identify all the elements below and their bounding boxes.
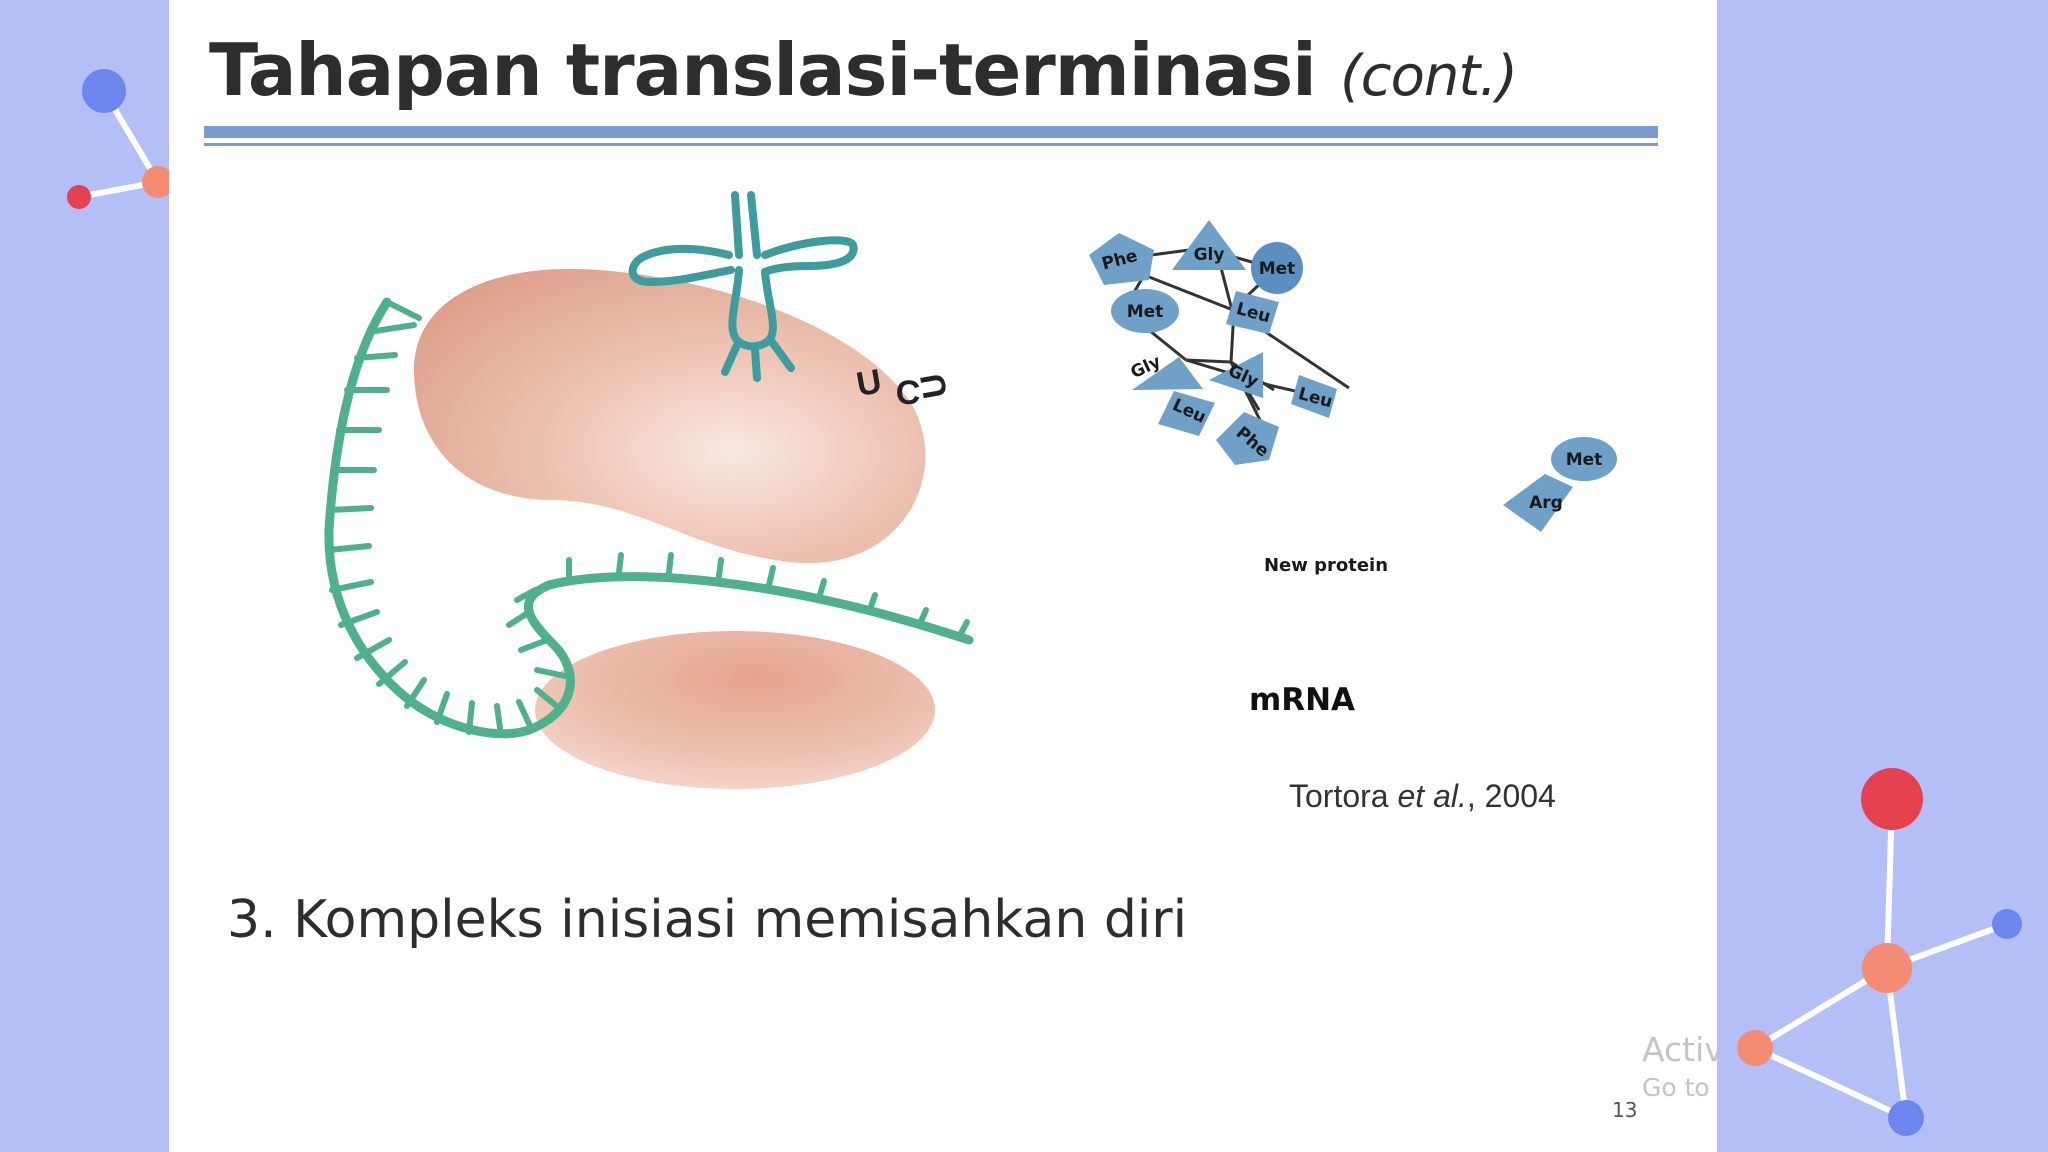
node-circle <box>82 69 126 113</box>
node-circle <box>1992 909 2022 939</box>
amino-acid-label: Met <box>1127 302 1164 322</box>
citation-etal: et al. <box>1397 778 1467 814</box>
amino-acid-diamond <box>1226 291 1279 334</box>
figure-citation: Tortora et al., 2004 <box>1289 778 1556 815</box>
amino-acid-diamond <box>1291 375 1337 418</box>
node-circle <box>1862 943 1912 993</box>
amino-acid-pentagon <box>1089 233 1154 285</box>
node-circle <box>1888 1100 1924 1136</box>
slide: Tahapan translasi-terminasi (cont.) <box>169 0 1717 1152</box>
slide-title-suffix: (cont.) <box>1339 44 1518 109</box>
slide-title: Tahapan translasi-terminasi (cont.) <box>209 28 1518 112</box>
translation-figure: U C U Phe Gly Met <box>324 191 1617 789</box>
amino-acid-circle <box>1551 437 1617 481</box>
node-circle <box>1861 768 1923 830</box>
amino-acid-circle <box>1251 242 1303 294</box>
ribosome-small-subunit <box>535 631 935 789</box>
amino-acid-pentagon <box>1216 412 1279 465</box>
amino-acid-triangle <box>1132 357 1203 390</box>
title-rule-thin <box>204 143 1658 146</box>
watermark-line-2: Go to Settings to activate Windows. <box>1642 1073 1717 1102</box>
page-number: 13 <box>1612 1098 1638 1122</box>
new-protein-label: New protein <box>1264 555 1388 576</box>
amino-acid-label: Met <box>1566 450 1603 470</box>
slide-title-main: Tahapan translasi-terminasi <box>209 28 1317 112</box>
title-rule <box>204 126 1658 138</box>
body-text: 3. Kompleks inisiasi memisahkan diri <box>227 890 1188 950</box>
mrna-label: mRNA <box>1249 682 1355 718</box>
codon-letter: C <box>896 374 921 412</box>
amino-acid-circle <box>1111 289 1179 333</box>
watermark-line-1: Activate Windows <box>1642 1030 1717 1069</box>
amino-acid-label: Gly <box>1194 245 1225 265</box>
node-circle <box>1737 1030 1773 1066</box>
citation-year: , 2004 <box>1466 778 1556 814</box>
amino-acid-label: Arg <box>1529 493 1563 513</box>
amino-acid-label: Met <box>1259 259 1296 279</box>
node-circle <box>67 185 91 209</box>
mrna-bases <box>326 299 970 738</box>
amino-acid-triangle <box>1209 352 1263 398</box>
activation-watermark: Activate Windows Go to Settings to activ… <box>1642 1030 1717 1106</box>
trna <box>628 191 858 382</box>
codon-letter: U <box>854 362 885 404</box>
amino-acid-triangle <box>1172 220 1246 270</box>
amino-acid-diamond <box>1503 474 1573 532</box>
amino-acid-chain: Phe Gly Met Met Leu Gly Gly Leu Leu Phe … <box>1089 220 1617 532</box>
citation-author: Tortora <box>1289 778 1389 814</box>
amino-acid-diamond <box>1158 391 1215 436</box>
ribosome-large-subunit <box>414 268 926 564</box>
node-circle <box>142 166 174 198</box>
